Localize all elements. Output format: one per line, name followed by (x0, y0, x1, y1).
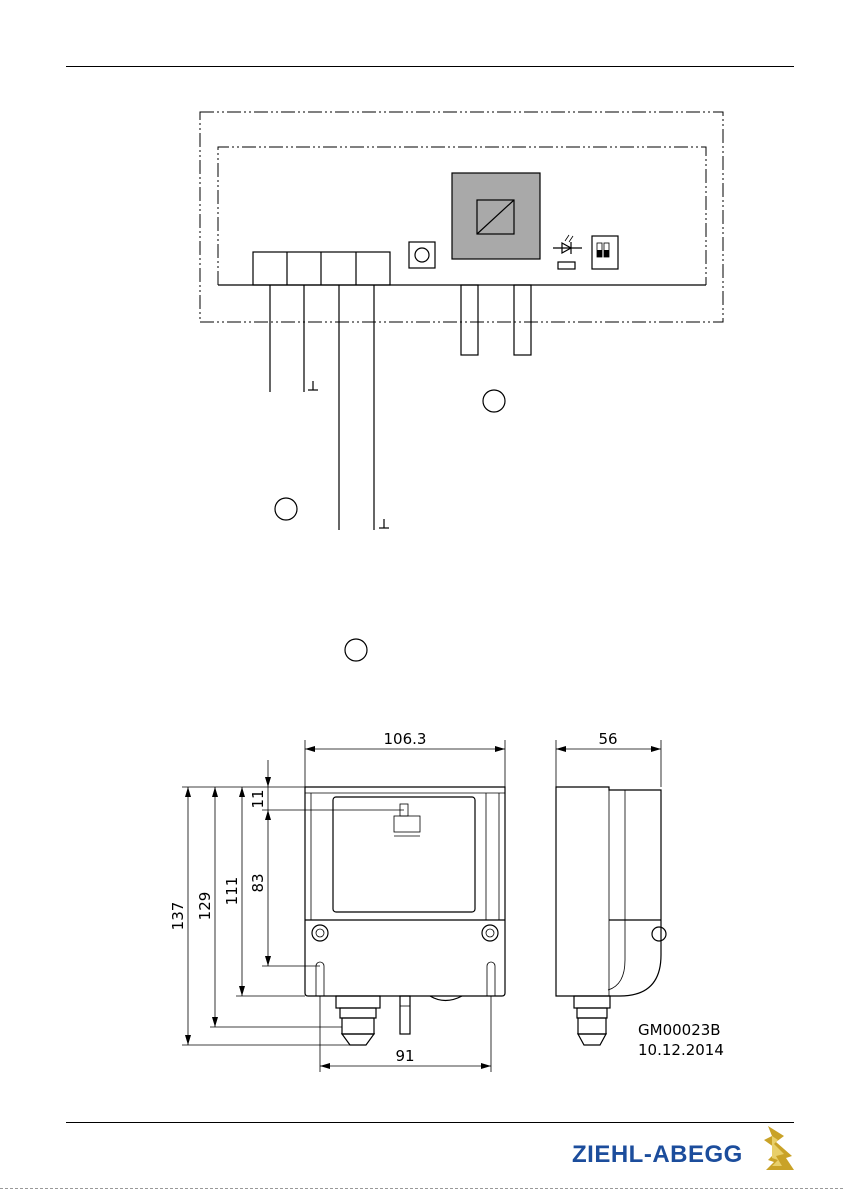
pressure-tubes (461, 285, 531, 355)
dim-top-offset: 11 (249, 789, 267, 808)
dim-width-bottom: 91 (395, 1047, 414, 1065)
front-view (305, 787, 505, 1045)
dip-switch-icon (592, 236, 618, 269)
sensor-module (452, 173, 540, 259)
logo-text: ZIEHL-ABEGG (572, 1141, 743, 1169)
page-edge (0, 1188, 843, 1189)
callout-circle (275, 498, 297, 520)
push-button (409, 242, 435, 268)
callout-circle (483, 390, 505, 412)
callout-circle (345, 639, 367, 661)
lightning-bolt-icon (762, 1126, 796, 1170)
dim-width-top: 106.3 (384, 730, 427, 748)
company-logo: ZIEHL-ABEGG (572, 1126, 802, 1176)
drawing-date: 10.12.2014 (638, 1041, 724, 1059)
dim-height-111: 111 (223, 877, 241, 906)
ground-symbol (308, 381, 318, 390)
terminal-block (253, 252, 390, 285)
dim-height-83: 83 (249, 873, 267, 892)
dim-height-129: 129 (196, 892, 214, 921)
led-icon (553, 235, 582, 269)
drawing-number: GM00023B (638, 1021, 721, 1039)
dim-height-137: 137 (169, 902, 187, 931)
wiring-diagram (200, 112, 723, 661)
dim-depth: 56 (598, 730, 617, 748)
side-view (556, 740, 666, 1045)
ground-symbol (379, 519, 389, 528)
